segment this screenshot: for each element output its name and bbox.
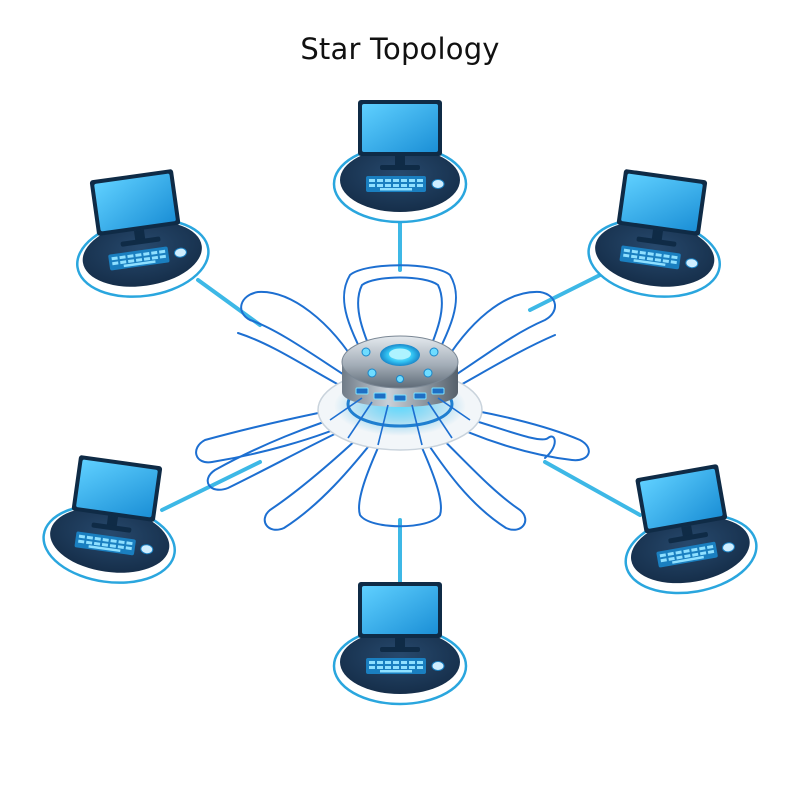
cable-loops	[195, 264, 590, 531]
computer-top	[332, 98, 468, 224]
computer-bottom	[332, 580, 468, 706]
diagram-title: Star Topology	[300, 32, 500, 66]
link-top-left	[196, 278, 262, 327]
computer-bottom-left	[37, 450, 188, 593]
computer-top-left	[64, 164, 215, 307]
link-bottom-left	[160, 460, 262, 512]
central-hub	[317, 335, 483, 451]
network-links	[160, 203, 642, 594]
computer-top-right	[582, 164, 733, 307]
link-top-right	[528, 273, 602, 312]
computer-bottom-right	[610, 458, 764, 605]
link-bottom-right	[543, 460, 642, 517]
